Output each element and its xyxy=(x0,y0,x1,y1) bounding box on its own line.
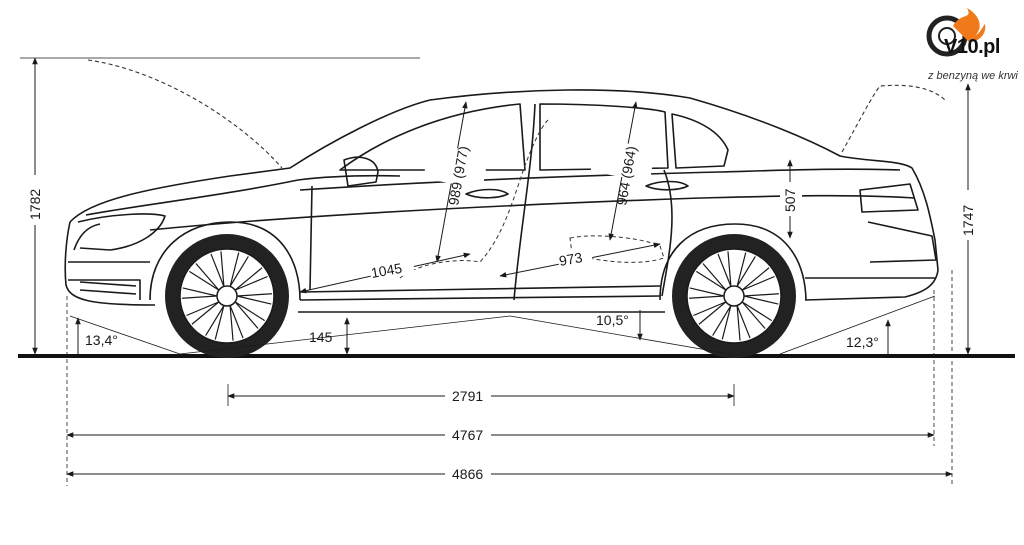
wheel-spoke xyxy=(188,263,220,291)
approach-angle-label: 13,4° xyxy=(85,332,118,348)
wheel-spoke xyxy=(229,305,244,341)
wheel-spoke xyxy=(695,263,727,291)
wheel-spoke xyxy=(236,293,272,305)
wheel-spoke xyxy=(741,301,773,329)
logo-tagline: z benzyną we krwi xyxy=(928,70,1018,82)
wheelbase-label: 2791 xyxy=(452,388,483,404)
trunk-open-arc xyxy=(841,84,946,153)
wheel-spoke xyxy=(741,267,775,291)
wheel-spoke xyxy=(712,305,732,340)
front-wheel xyxy=(165,234,289,358)
rear-wheel xyxy=(672,234,796,358)
wheel-spoke xyxy=(736,305,751,341)
tire-flame-icon xyxy=(926,8,986,57)
wheel-spoke xyxy=(689,287,725,299)
wheel-spoke xyxy=(736,252,756,287)
wheel-spoke xyxy=(693,301,727,325)
ground-clearance-label: 145 xyxy=(309,329,333,345)
departure-angle-label: 12,3° xyxy=(846,334,879,350)
trunk-height-label: 507 xyxy=(782,188,798,212)
wheel-spoke xyxy=(234,267,268,291)
wheel-spoke xyxy=(186,301,220,325)
ramp-angle-label: 10,5° xyxy=(596,312,629,328)
front-legroom-label: 1045 xyxy=(370,260,404,281)
site-logo[interactable] xyxy=(925,6,1021,86)
length-label: 4767 xyxy=(452,427,483,443)
hood-open-arc xyxy=(87,59,283,169)
height-rear-label: 1747 xyxy=(960,205,976,236)
wheel-spoke xyxy=(182,287,218,299)
logo-brand: V10.pl xyxy=(944,36,1000,58)
wheel-spoke xyxy=(234,301,266,329)
wheel-spoke xyxy=(743,293,779,305)
wheel-spoke xyxy=(205,305,225,340)
wheel-spoke xyxy=(210,251,225,287)
front-seat-outline xyxy=(399,119,549,279)
rear-legroom-label: 973 xyxy=(558,249,584,269)
height-front-label: 1782 xyxy=(27,189,43,220)
wheel-spoke xyxy=(229,252,249,287)
wheel-spoke xyxy=(717,251,732,287)
total-length-label: 4866 xyxy=(452,466,483,482)
